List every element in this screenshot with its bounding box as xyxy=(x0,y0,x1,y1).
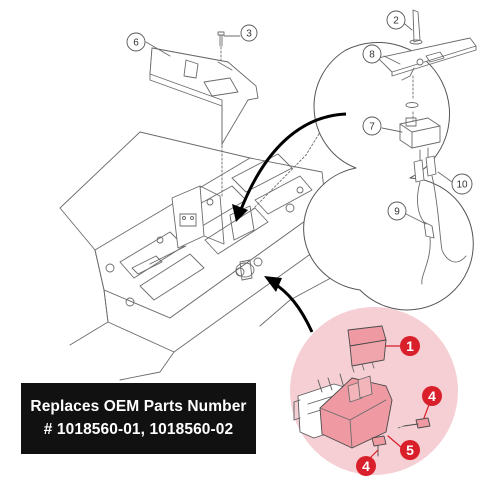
callout-red-4a: 4 xyxy=(422,386,442,406)
callout-10-circle xyxy=(451,173,473,195)
callout-red-4b: 4 xyxy=(356,456,376,476)
callout-7: 7 xyxy=(362,116,382,136)
callout-7-circle xyxy=(362,116,382,136)
wire-part-9 xyxy=(421,221,435,285)
callout-2: 2 xyxy=(386,10,406,30)
callout-3: 3 xyxy=(240,24,258,42)
switch-part-7 xyxy=(399,117,441,163)
callout-red-4b-circle xyxy=(356,456,376,476)
callout-8: 8 xyxy=(362,44,382,64)
rocker-switch-part-1 xyxy=(347,325,387,373)
callout-9-circle xyxy=(387,201,407,221)
banner-line-1: Replaces OEM Parts Number xyxy=(30,398,247,415)
oem-parts-banner: Replaces OEM Parts Number # 1018560-01, … xyxy=(21,383,256,454)
callout-8-label: 8 xyxy=(369,50,375,61)
callout-red-4a-label: 4 xyxy=(428,388,436,404)
callout-10-label: 10 xyxy=(456,180,468,191)
callout-3-label: 3 xyxy=(246,29,252,40)
callout-red-1-label: 1 xyxy=(406,338,414,354)
callout-6: 6 xyxy=(126,32,146,52)
banner-line-2: # 1018560-01, 1018560-02 xyxy=(43,421,234,438)
plate-part-8 xyxy=(377,37,477,81)
housing-part-5 xyxy=(319,375,393,449)
callout-9-label: 9 xyxy=(394,207,400,218)
callout-8-circle xyxy=(362,44,382,64)
callout-2-label: 2 xyxy=(393,16,399,27)
callout-3-circle xyxy=(240,24,258,42)
callout-red-4b-label: 4 xyxy=(362,458,370,474)
cover-part-6 xyxy=(149,47,259,149)
arrow-lower xyxy=(264,276,314,333)
callout-9: 9 xyxy=(387,201,407,221)
callout-6-label: 6 xyxy=(133,38,139,49)
callout-red-1: 1 xyxy=(400,336,420,356)
callout-10: 10 xyxy=(451,173,473,195)
callout-6-circle xyxy=(126,32,146,52)
arrow-upper xyxy=(232,112,347,222)
terminals xyxy=(413,155,467,263)
callout-2-circle xyxy=(386,10,406,30)
screw-part-4b xyxy=(371,435,387,457)
callout-7-label: 7 xyxy=(369,122,375,133)
callout-red-1-circle xyxy=(400,336,420,356)
callout-red-5-label: 5 xyxy=(406,442,414,458)
callout-red-4a-circle xyxy=(422,386,442,406)
toggle-part-2 xyxy=(409,9,423,45)
callout-red-5: 5 xyxy=(400,440,420,460)
screw-part-3 xyxy=(217,31,225,47)
detail-circle-upper xyxy=(303,41,474,311)
callout-red-5-circle xyxy=(400,440,420,460)
screw-part-4a xyxy=(403,417,431,429)
